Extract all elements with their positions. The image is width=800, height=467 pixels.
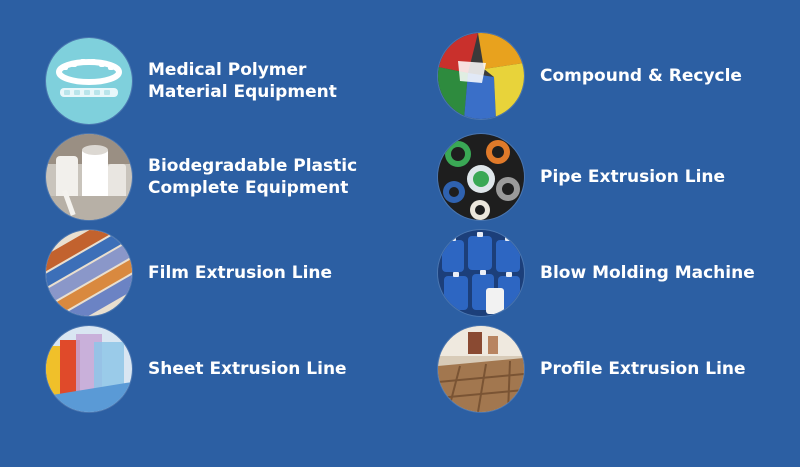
medical-polymer-icon	[46, 38, 132, 124]
product-label: Pipe Extrusion Line	[540, 166, 725, 188]
product-biodegradable-plastic[interactable]: Biodegradable Plastic Complete Equipment	[46, 134, 357, 220]
product-label: Biodegradable Plastic Complete Equipment	[148, 155, 357, 199]
film-extrusion-icon	[46, 230, 132, 316]
label-line: Compound & Recycle	[540, 66, 742, 86]
profile-extrusion-icon	[438, 326, 524, 412]
product-sheet-extrusion[interactable]: Sheet Extrusion Line	[46, 326, 347, 412]
compound-recycle-icon	[438, 33, 524, 119]
label-line: Pipe Extrusion Line	[540, 167, 726, 187]
product-medical-polymer[interactable]: Medical Polymer Material Equipment	[46, 38, 337, 124]
product-profile-extrusion[interactable]: Profile Extrusion Line	[438, 326, 746, 412]
label-line: Medical Polymer	[148, 60, 307, 80]
label-line: Blow Molding Machine	[540, 263, 755, 283]
label-line: Sheet Extrusion Line	[148, 359, 347, 379]
biodegradable-plastic-icon	[46, 134, 132, 220]
product-label: Profile Extrusion Line	[540, 358, 746, 380]
label-line: Profile Extrusion Line	[540, 359, 746, 379]
product-blow-molding[interactable]: Blow Molding Machine	[438, 230, 755, 316]
product-compound-recycle[interactable]: Compound & Recycle	[438, 33, 742, 119]
label-line: Material Equipment	[148, 82, 337, 102]
product-label: Sheet Extrusion Line	[148, 358, 347, 380]
sheet-extrusion-icon	[46, 326, 132, 412]
product-label: Film Extrusion Line	[148, 262, 332, 284]
product-label: Compound & Recycle	[540, 65, 742, 87]
blow-molding-icon	[438, 230, 524, 316]
pipe-extrusion-icon	[438, 134, 524, 220]
label-line: Film Extrusion Line	[148, 263, 333, 283]
product-label: Blow Molding Machine	[540, 262, 755, 284]
product-label: Medical Polymer Material Equipment	[148, 59, 337, 103]
label-line: Complete Equipment	[148, 178, 349, 198]
product-pipe-extrusion[interactable]: Pipe Extrusion Line	[438, 134, 725, 220]
label-line: Biodegradable Plastic	[148, 156, 358, 176]
product-film-extrusion[interactable]: Film Extrusion Line	[46, 230, 332, 316]
